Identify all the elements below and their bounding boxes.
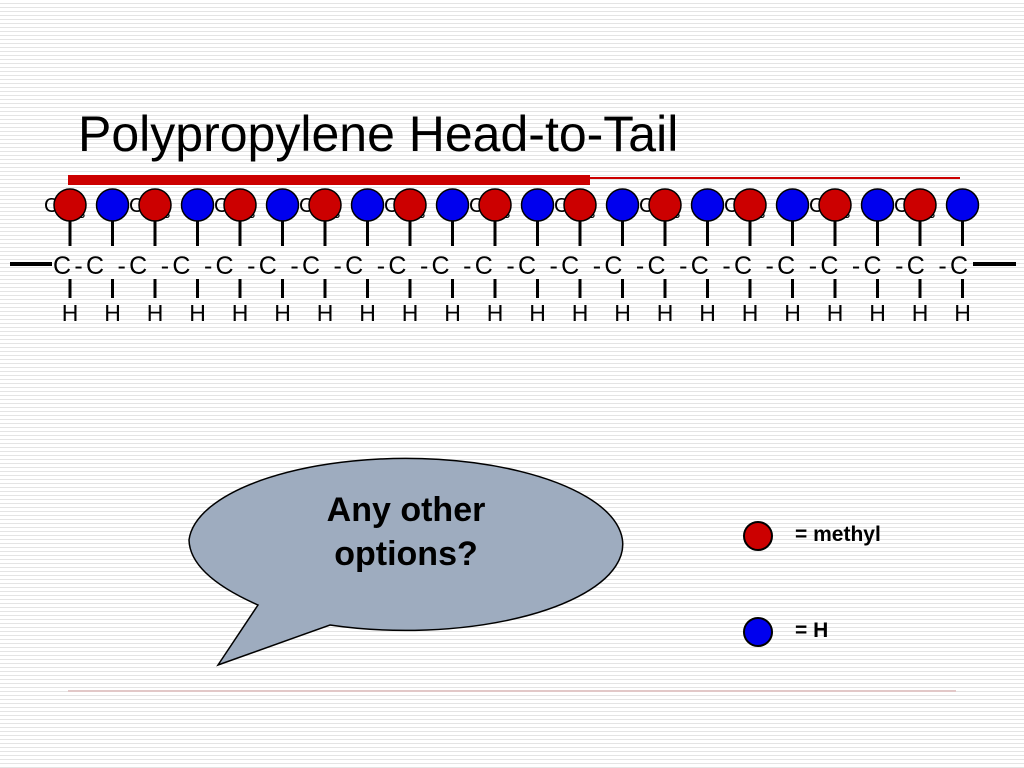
hydrogen-atom (945, 188, 980, 222)
hydrogen-label: H (912, 300, 929, 326)
hydrogen-label: H (657, 300, 674, 326)
hydrogen-atom (520, 188, 555, 222)
hydrogen-atom (690, 188, 725, 222)
hydrogen-label: H (742, 300, 759, 326)
methyl-group-atom (53, 188, 87, 222)
bubble-line-1: Any other (326, 491, 486, 529)
hydrogen-label: H (359, 300, 376, 326)
hydrogen-atom (605, 188, 640, 222)
hydrogen-label: H (189, 300, 206, 326)
hydrogen-atom (435, 188, 470, 222)
hydrogen-atom (775, 188, 810, 222)
title-underline-rule (590, 177, 960, 179)
hydrogen-atom (95, 188, 130, 222)
hydrogen-label: H (147, 300, 164, 326)
methyl-group-atom (648, 188, 682, 222)
slide-title: Polypropylene Head-to-Tail (78, 106, 679, 162)
hydrogen-label: H (402, 300, 419, 326)
hydrogen-atom (265, 188, 300, 222)
bubble-text: Any other options? (290, 488, 522, 576)
methyl-group-atom (733, 188, 767, 222)
legend-methyl-label: = methyl (795, 523, 881, 546)
hydrogen-atom (180, 188, 215, 222)
bubble-line-2: options? (334, 535, 478, 573)
hydrogen-label: H (274, 300, 291, 326)
methyl-group-atom (223, 188, 257, 222)
hydrogen-label: H (529, 300, 546, 326)
hydrogen-label: H (827, 300, 844, 326)
hydrogen-label: H (954, 300, 971, 326)
hydrogen-legend-dot (743, 617, 773, 647)
hydrogen-atom (350, 188, 385, 222)
hydrogen-label: H (572, 300, 589, 326)
footer-rule (68, 690, 956, 692)
methyl-group-atom (138, 188, 172, 222)
speech-bubble-shape (188, 457, 624, 667)
legend-h-label: = H (795, 619, 829, 642)
methyl-group-atom (478, 188, 512, 222)
polymer-chain-diagram: C-C -C -C -C -C -C -C -C -C -C -C -C -C … (10, 188, 1016, 326)
methyl-group-atom (903, 188, 937, 222)
hydrogen-label: H (699, 300, 716, 326)
hydrogen-label: H (869, 300, 886, 326)
hydrogen-label: H (317, 300, 334, 326)
hydrogen-label: H (62, 300, 79, 326)
title-underline-accent (68, 175, 590, 185)
hydrogen-label: H (444, 300, 461, 326)
methyl-group-atom (393, 188, 427, 222)
hydrogen-label: H (784, 300, 801, 326)
hydrogen-label: H (104, 300, 121, 326)
methyl-group-atom (308, 188, 342, 222)
hydrogen-label: H (487, 300, 504, 326)
methyl-group-atom (563, 188, 597, 222)
methyl-legend-dot (743, 521, 773, 551)
hydrogen-atom (860, 188, 895, 222)
methyl-group-atom (818, 188, 852, 222)
hydrogen-label: H (614, 300, 631, 326)
backbone-carbons: C-C -C -C -C -C -C -C -C -C -C -C -C -C … (53, 252, 968, 280)
hydrogen-label: H (232, 300, 249, 326)
